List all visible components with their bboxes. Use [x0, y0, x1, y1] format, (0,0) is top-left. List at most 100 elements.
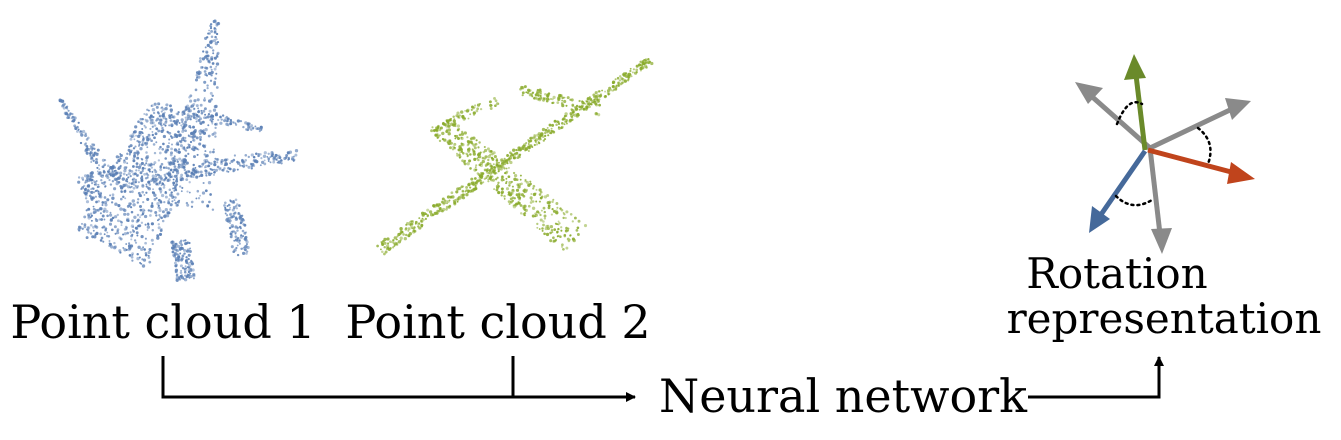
cloud-point: [174, 264, 178, 268]
cloud-point: [88, 175, 91, 178]
cloud-point: [594, 91, 598, 95]
cloud-point: [550, 228, 554, 232]
cloud-point: [457, 148, 461, 152]
cloud-point: [487, 174, 490, 177]
cloud-point: [160, 162, 164, 166]
cloud-point: [393, 245, 396, 248]
cloud-point: [261, 160, 265, 164]
cloud-point: [137, 120, 140, 124]
cloud-point: [176, 253, 179, 256]
cloud-point: [467, 183, 471, 187]
cloud-point: [154, 211, 158, 214]
cloud-point: [186, 203, 190, 207]
cloud-point: [81, 227, 84, 230]
cloud-point: [531, 206, 536, 210]
cloud-point: [479, 102, 481, 105]
cloud-point: [195, 120, 198, 123]
cloud-point: [109, 183, 113, 186]
cloud-point: [178, 122, 181, 124]
cloud-point: [135, 150, 140, 154]
cloud-point: [146, 225, 151, 229]
cloud-point: [454, 198, 457, 202]
cloud-point: [203, 153, 207, 156]
cloud-point: [207, 165, 210, 168]
cloud-point: [234, 122, 237, 125]
cloud-point: [78, 229, 81, 232]
cloud-point: [561, 118, 565, 121]
cloud-point: [220, 162, 224, 165]
cloud-point: [173, 168, 176, 171]
cloud-point: [71, 115, 76, 120]
cloud-point: [189, 140, 193, 144]
cloud-point: [172, 181, 176, 185]
cloud-point: [458, 133, 462, 137]
cloud-point: [221, 114, 225, 117]
cloud-point: [435, 126, 439, 130]
cloud-point: [146, 146, 149, 149]
cloud-point: [148, 170, 151, 173]
cloud-point: [183, 252, 186, 255]
cloud-point: [152, 111, 156, 115]
cloud-point: [209, 27, 213, 30]
cloud-point: [169, 168, 173, 172]
cloud-point: [203, 166, 207, 169]
cloud-point: [551, 130, 555, 133]
cloud-point: [515, 202, 519, 206]
cloud-point: [128, 246, 132, 250]
cloud-point: [85, 138, 89, 141]
cloud-point: [497, 191, 501, 195]
cloud-point: [456, 111, 460, 115]
cloud-point: [469, 153, 472, 156]
cloud-point: [180, 159, 184, 163]
cloud-point: [128, 153, 131, 156]
cloud-point: [115, 181, 119, 186]
cloud-point: [79, 141, 83, 145]
cloud-point: [139, 261, 142, 264]
cloud-point: [143, 124, 146, 127]
cloud-point: [399, 236, 403, 240]
cloud-point: [241, 214, 244, 217]
cloud-point: [143, 214, 148, 219]
cloud-point: [231, 230, 234, 233]
cloud-point: [161, 107, 165, 112]
cloud-point: [81, 178, 85, 181]
cloud-point: [137, 191, 141, 195]
cloud-point: [176, 259, 180, 263]
cloud-point: [620, 78, 623, 81]
cloud-point: [460, 185, 464, 189]
cloud-point: [102, 165, 105, 169]
cloud-point: [507, 166, 510, 169]
cloud-point: [187, 253, 191, 257]
cloud-point: [169, 153, 173, 157]
cloud-point: [77, 128, 80, 131]
cloud-point: [458, 145, 462, 149]
cloud-point: [532, 184, 536, 188]
cloud-point: [131, 181, 135, 185]
cloud-point: [563, 213, 566, 216]
cloud-point: [170, 136, 174, 139]
cloud-point: [91, 187, 94, 190]
cloud-point: [579, 107, 583, 111]
cloud-point: [80, 188, 83, 190]
cloud-point: [203, 89, 207, 92]
cloud-point: [477, 158, 480, 162]
cloud-point: [182, 160, 186, 164]
cloud-point: [469, 137, 473, 141]
cloud-point: [527, 139, 531, 143]
cloud-point: [132, 225, 135, 229]
cloud-point: [456, 154, 459, 157]
cloud-point: [141, 213, 144, 216]
cloud-point: [528, 93, 533, 97]
cloud-point: [149, 121, 154, 125]
cloud-point: [126, 185, 131, 189]
cloud-point: [148, 168, 151, 171]
cloud-point: [214, 77, 217, 80]
cloud-point: [128, 145, 131, 148]
cloud-point: [131, 190, 134, 194]
cloud-point: [192, 145, 195, 149]
cloud-point: [234, 238, 239, 242]
cloud-point: [213, 131, 217, 135]
cloud-point: [575, 104, 579, 108]
cloud-point: [541, 229, 544, 232]
cloud-point: [404, 227, 408, 231]
